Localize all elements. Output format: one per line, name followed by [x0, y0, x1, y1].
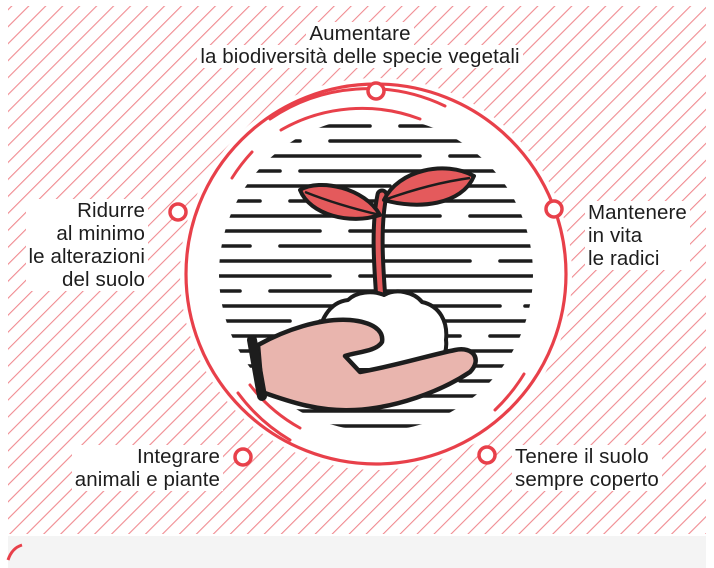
node-right: [546, 201, 562, 217]
label-left-line-3: le alterazioni: [26, 245, 149, 268]
label-right-line-1: Mantenere: [585, 201, 690, 224]
label-bottom-right: Tenere il suolo sempre coperto: [512, 445, 662, 491]
node-left: [170, 204, 186, 220]
node-bottom-left: [235, 449, 251, 465]
label-bottom-right-line-1: Tenere il suolo: [512, 445, 662, 468]
label-bottom-left-line-1: Integrare: [72, 445, 223, 468]
label-top-line-1: Aumentare: [306, 22, 413, 45]
label-left-line-2: al minimo: [26, 222, 149, 245]
label-right: Mantenere in vita le radici: [585, 201, 690, 270]
label-right-line-2: in vita: [585, 224, 690, 247]
label-top-line-2: la biodiversità delle specie vegetali: [197, 45, 522, 68]
label-top: Aumentare la biodiversità delle specie v…: [150, 22, 570, 68]
node-top: [368, 83, 384, 99]
label-bottom-right-line-2: sempre coperto: [512, 468, 662, 491]
node-bottom-right: [479, 447, 495, 463]
footer-band: [8, 536, 706, 568]
label-right-line-3: le radici: [585, 247, 690, 270]
label-left-line-4: del suolo: [26, 268, 149, 291]
label-left: Ridurre al minimo le alterazioni del suo…: [26, 199, 149, 291]
label-bottom-left-line-2: animali e piante: [72, 468, 223, 491]
label-left-line-1: Ridurre: [26, 199, 149, 222]
label-bottom-left: Integrare animali e piante: [72, 445, 223, 491]
